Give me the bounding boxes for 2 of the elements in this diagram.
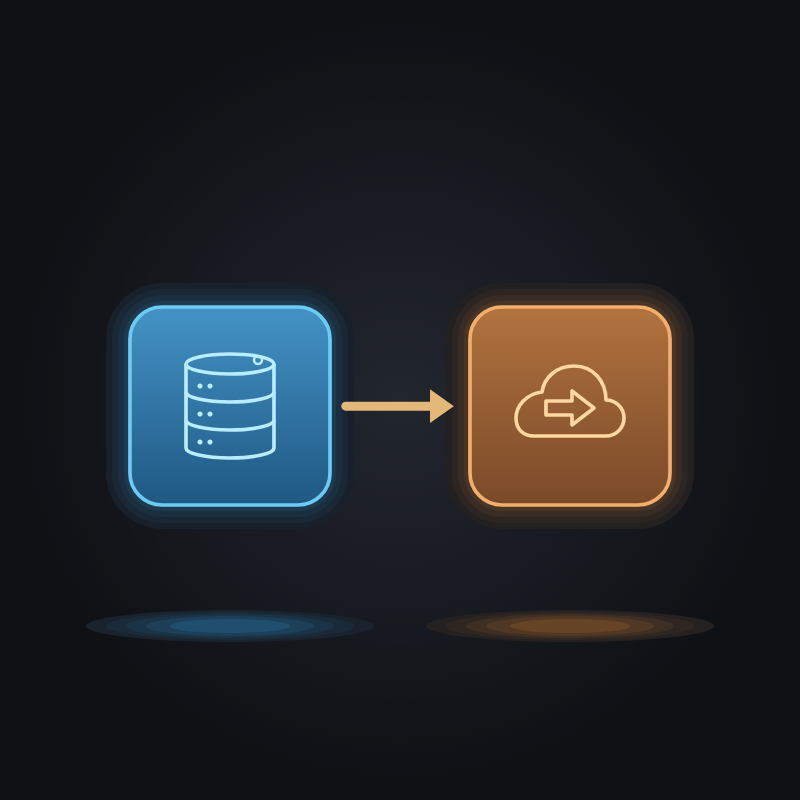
icon-tile: [468, 305, 672, 507]
icon-tile: [128, 305, 332, 507]
